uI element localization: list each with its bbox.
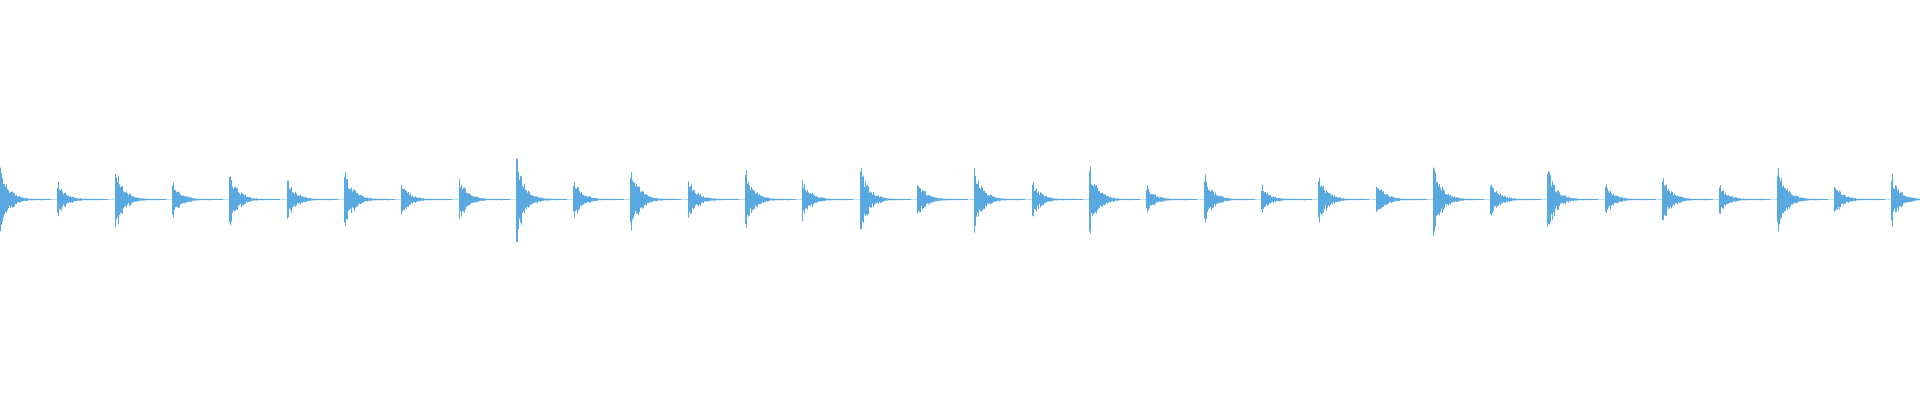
waveform-hit	[573, 181, 624, 218]
waveform-hit	[802, 180, 853, 222]
waveform-hit-envelope	[630, 172, 675, 231]
waveform-hit-envelope	[229, 176, 274, 225]
waveform-hit	[688, 181, 739, 218]
waveform-hit	[1777, 167, 1828, 232]
waveform-hit-envelope	[1433, 167, 1478, 236]
waveform-hit-envelope	[287, 180, 332, 219]
waveform-hit-envelope	[1662, 178, 1707, 221]
waveform-hit-envelope	[459, 179, 504, 220]
waveform-hit	[1376, 186, 1427, 212]
waveform-hit-envelope	[802, 180, 847, 222]
waveform-hit-envelope	[1547, 171, 1592, 227]
waveform-hit-envelope	[688, 181, 733, 218]
waveform-hit-envelope	[1032, 181, 1077, 217]
waveform-hit	[172, 182, 223, 218]
waveform-hit	[1891, 173, 1920, 227]
waveform-hit-envelope	[1605, 184, 1650, 214]
waveform-hit-envelope	[0, 167, 45, 232]
waveform-hit	[860, 167, 911, 230]
waveform-hit-envelope	[974, 168, 1019, 233]
waveform-hit	[1261, 184, 1312, 213]
waveform-hit	[1490, 184, 1541, 216]
waveform-hit-envelope	[1834, 186, 1879, 212]
waveform-hit	[1204, 174, 1255, 223]
waveform-hit	[1605, 184, 1656, 214]
waveform-hit	[287, 180, 338, 219]
waveform-hit	[630, 172, 681, 231]
waveform-hit	[229, 176, 280, 225]
waveform-hit-envelope	[1891, 173, 1920, 227]
waveform-hit	[459, 179, 510, 220]
waveform-hit	[344, 172, 395, 227]
waveform-hit-envelope	[1204, 174, 1249, 223]
waveform-hit-envelope	[1490, 184, 1535, 216]
waveform-hit	[1834, 186, 1885, 212]
waveform-hit	[1662, 178, 1713, 221]
waveform-hit	[974, 168, 1025, 233]
waveform-hit	[1032, 181, 1083, 217]
waveform-hit	[0, 167, 51, 232]
waveform-hit-envelope	[1089, 166, 1134, 234]
waveform-hit	[1719, 185, 1770, 214]
waveform-hits	[0, 158, 1920, 243]
waveform-hit	[115, 173, 166, 228]
waveform-hit-envelope	[1261, 184, 1306, 213]
waveform-hit-envelope	[860, 167, 905, 230]
waveform-hit	[401, 185, 452, 215]
waveform-hit-envelope	[1376, 186, 1421, 212]
waveform-hit-envelope	[57, 182, 102, 217]
waveform-hit	[1433, 167, 1484, 236]
waveform-hit-envelope	[917, 185, 962, 214]
waveform-hit-envelope	[516, 158, 561, 243]
waveform-hit	[516, 158, 567, 243]
waveform-hit-envelope	[573, 181, 618, 218]
waveform-hit-envelope	[1777, 167, 1822, 232]
waveform-hit-envelope	[115, 173, 160, 228]
waveform-hit-envelope	[401, 185, 446, 215]
waveform-hit	[745, 170, 796, 228]
waveform-hit	[917, 185, 968, 214]
waveform-hit	[1318, 177, 1369, 223]
waveform-hit-envelope	[1719, 185, 1764, 214]
waveform-hit	[1547, 171, 1598, 227]
waveform-hit-envelope	[1146, 185, 1191, 212]
waveform-hit	[1089, 166, 1140, 234]
waveform-hit-envelope	[1318, 177, 1363, 223]
waveform-hit-envelope	[344, 172, 389, 227]
waveform-hit	[1146, 185, 1197, 212]
waveform-hit-envelope	[745, 170, 790, 228]
waveform-hit	[57, 182, 108, 217]
waveform-hit-envelope	[172, 182, 217, 218]
